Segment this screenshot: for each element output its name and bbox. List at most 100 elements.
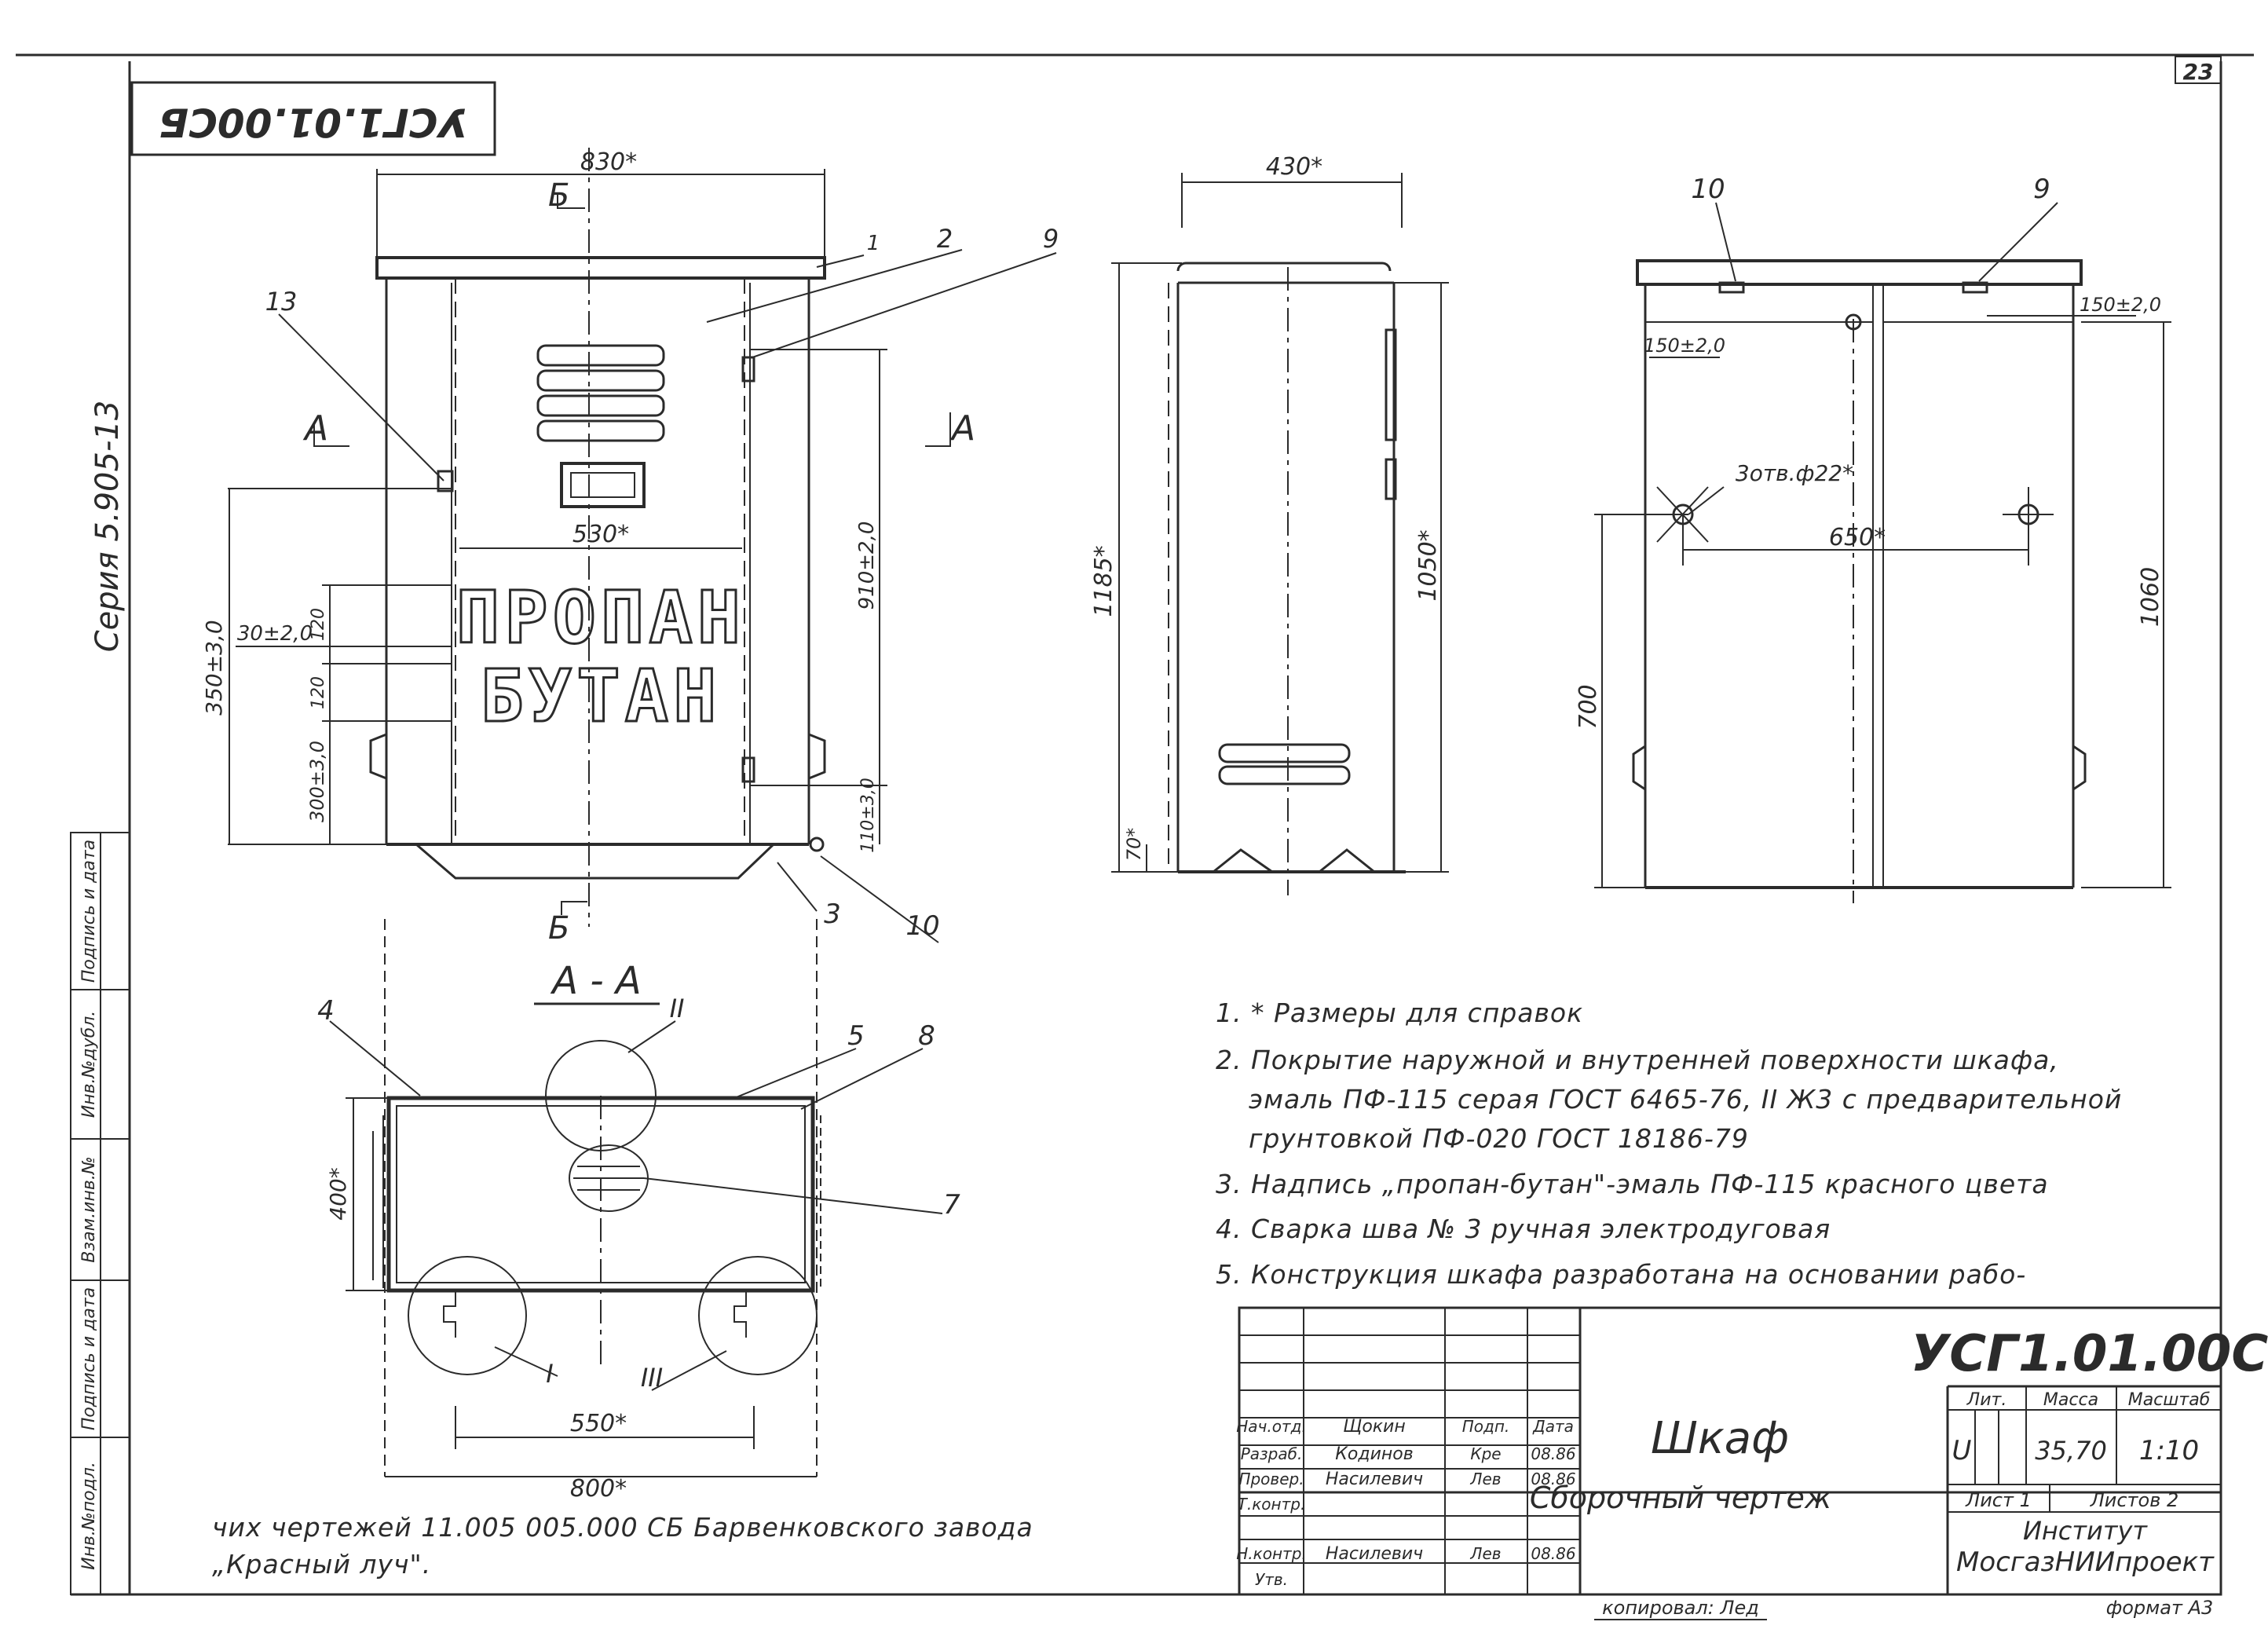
row-2-name: Кодинов xyxy=(1335,1444,1413,1464)
row-3-name: Насилевич xyxy=(1326,1470,1423,1489)
section-callout-5: 5 xyxy=(847,1020,865,1052)
stamp-cell-2: Подпись и дата xyxy=(79,1287,99,1430)
row-2-sign: Кре xyxy=(1470,1444,1501,1463)
title-mass-value: 35,70 xyxy=(2035,1436,2107,1466)
callout-10: 10 xyxy=(905,910,939,942)
note-3: 3. Надпись „пропан-бутан"-эмаль ПФ-115 к… xyxy=(1216,1169,2049,1199)
stamp-cell-4: Инв.№дубл. xyxy=(79,1011,99,1118)
title-doc-type: Сборочный чертеж xyxy=(1530,1481,1831,1515)
side-view xyxy=(1168,262,1406,895)
section-mark-a-left: А xyxy=(302,408,328,448)
dim-830: 830* xyxy=(580,148,637,176)
dim-530: 530* xyxy=(572,521,629,548)
title-rows: Нач.отд. Щокин Подп. Дата Разраб. Кодино… xyxy=(1236,1417,1575,1589)
dim-120b: 120 xyxy=(309,676,328,709)
dim-430: 430* xyxy=(1266,153,1322,181)
title-hdr-mass: Масса xyxy=(2043,1390,2098,1410)
dim-350: 350±3,0 xyxy=(201,620,227,715)
title-hdr-scale: Масштаб xyxy=(2128,1390,2211,1410)
dim-holes: 3отв.ф22* xyxy=(1736,460,1853,486)
title-hdr-lit: Лит. xyxy=(1966,1390,2007,1410)
rotated-code-box: УСГ1.01.00СБ xyxy=(130,81,496,156)
section-roman-2: II xyxy=(670,994,685,1023)
dim-650: 650* xyxy=(1829,524,1886,551)
note-5: 5. Конструкция шкафа разработана на осно… xyxy=(1216,1259,2027,1290)
section-aa xyxy=(329,919,943,1477)
callout-2: 2 xyxy=(937,224,953,254)
front-dimension-lines xyxy=(228,169,1057,943)
row-1-date: Дата xyxy=(1532,1417,1574,1436)
section-mark-a-right: А xyxy=(949,408,975,448)
section-mark-b-bottom: Б xyxy=(548,910,569,946)
dim-30: 30±2,0 xyxy=(237,622,313,646)
note-2: 2. Покрытие наружной и внутренней поверх… xyxy=(1216,1045,2059,1075)
stamp-cell-3: Взам.инв.№ xyxy=(79,1156,99,1262)
side-stamp xyxy=(70,832,130,1595)
title-lit-value: U xyxy=(1952,1435,1972,1466)
title-sheets: Листов 2 xyxy=(2090,1489,2179,1511)
dim-300: 300±3,0 xyxy=(306,741,328,822)
dim-400: 400* xyxy=(325,1167,351,1220)
dim-700: 700 xyxy=(1575,684,1602,729)
row-3-sign: Лев xyxy=(1469,1470,1501,1488)
note-5-cont2: „Красный луч". xyxy=(212,1549,432,1580)
dim-550: 550* xyxy=(570,1410,627,1437)
note-2-cont: эмаль ПФ-115 серая ГОСТ 6465-76, II Ж3 с… xyxy=(1249,1084,2123,1115)
dim-120a: 120 xyxy=(309,608,328,641)
section-roman-3: III xyxy=(641,1363,663,1393)
front-view xyxy=(369,148,826,927)
note-5-cont: чих чертежей 11.005 005.000 СБ Барвенков… xyxy=(212,1512,1033,1543)
row-6-name: Насилевич xyxy=(1326,1544,1423,1564)
title-copied: копировал: Лед xyxy=(1602,1597,1759,1619)
row-3-role: Провер. xyxy=(1238,1470,1304,1488)
callout-9: 9 xyxy=(1043,224,1059,254)
row-6-date: 08.86 xyxy=(1531,1544,1575,1563)
title-doc-code: УСГ1.01.00СБ xyxy=(1911,1325,2268,1383)
row-1-role: Нач.отд. xyxy=(1236,1417,1307,1436)
row-6-role: Н.контр. xyxy=(1236,1544,1307,1563)
note-4: 4. Сварка шва № 3 ручная электродуговая xyxy=(1216,1214,1831,1244)
row-2-date: 08.86 xyxy=(1531,1444,1575,1463)
sign-propan: ПРОПАН xyxy=(456,576,745,660)
section-aa-title: А - А xyxy=(550,959,642,1003)
row-1-sign: Подп. xyxy=(1462,1417,1510,1436)
dim-70: 70* xyxy=(1123,828,1145,862)
rear-dimension-lines xyxy=(1594,202,2171,888)
series-label: Серия 5.905-13 xyxy=(90,401,126,653)
row-2-role: Разраб. xyxy=(1241,1444,1303,1463)
callout-3: 3 xyxy=(824,899,841,930)
rear-view xyxy=(1632,259,2087,903)
row-4-role: Т.контр. xyxy=(1238,1495,1306,1514)
title-scale-value: 1:10 xyxy=(2139,1435,2199,1466)
dim-1185: 1185* xyxy=(1090,545,1118,617)
row-1-name: Щокин xyxy=(1343,1417,1406,1437)
dim-910: 910±2,0 xyxy=(855,522,879,610)
row-3-date: 08.86 xyxy=(1531,1470,1575,1488)
note-2-cont2: грунтовкой ПФ-020 ГОСТ 18186-79 xyxy=(1249,1123,1749,1154)
rotated-code: УСГ1.01.00СБ xyxy=(159,100,468,145)
dim-1060: 1060 xyxy=(2137,567,2164,627)
sign-butan: БУТАН xyxy=(481,654,722,738)
title-org-2: МосгазНИИпроект xyxy=(1956,1547,2215,1578)
dim-rear-150-right: 150±2,0 xyxy=(2080,294,2161,316)
title-org-1: Институт xyxy=(2023,1516,2148,1546)
row-6-sign: Лев xyxy=(1469,1544,1501,1563)
title-name: Шкаф xyxy=(1651,1413,1789,1464)
rear-callout-9: 9 xyxy=(2033,174,2050,205)
stamp-cell-5: Подпись и дата xyxy=(79,840,99,983)
side-dimension-lines xyxy=(1111,173,1449,873)
title-block xyxy=(1238,1306,2222,1596)
row-7-role: Утв. xyxy=(1255,1570,1288,1589)
section-callout-8: 8 xyxy=(918,1020,935,1052)
section-callout-4: 4 xyxy=(317,995,335,1027)
section-callout-7: 7 xyxy=(943,1189,960,1221)
dim-rear-150-left: 150±2,0 xyxy=(1644,335,1725,357)
dim-800: 800* xyxy=(570,1475,627,1503)
dim-110: 110±3,0 xyxy=(858,778,878,852)
title-format: формат А3 xyxy=(2106,1597,2214,1619)
section-roman-1: I xyxy=(546,1359,553,1389)
rear-callout-10: 10 xyxy=(1691,174,1725,205)
callout-13: 13 xyxy=(265,287,298,317)
stamp-cell-1: Инв.№подл. xyxy=(79,1462,99,1570)
